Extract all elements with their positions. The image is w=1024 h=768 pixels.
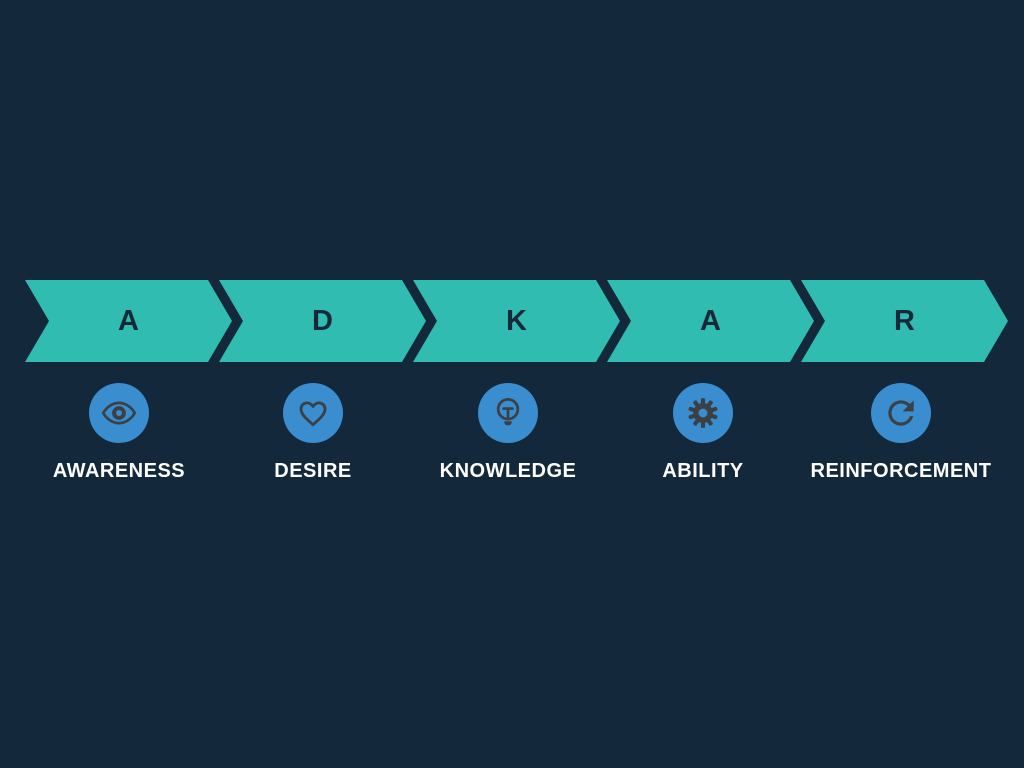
ability-icon-badge (673, 383, 733, 443)
stage-label-reinforcement: REINFORCEMENT (810, 460, 992, 482)
stage-awareness: AWARENESS (9, 383, 229, 483)
chevron-segment-ability (607, 280, 814, 362)
stage-knowledge: KNOWLEDGE (398, 383, 618, 483)
chevron-letter-reinforcement: R (894, 305, 915, 337)
refresh-icon (888, 400, 914, 426)
chevron-segment-reinforcement (801, 280, 1008, 362)
desire-icon-badge (283, 383, 343, 443)
stage-label-ability: ABILITY (662, 460, 744, 482)
chevron-segment-awareness (25, 280, 232, 362)
chevron-segment-desire (219, 280, 426, 362)
stage-label-desire: DESIRE (274, 460, 352, 482)
chevron-band (25, 280, 1008, 362)
stage-label-knowledge: KNOWLEDGE (439, 460, 577, 482)
chevron-letter-desire: D (312, 305, 333, 337)
gear-icon (688, 398, 718, 428)
chevron-letter-ability: A (700, 305, 721, 337)
chevron-letter-knowledge: K (506, 305, 527, 337)
stage-desire: DESIRE (203, 383, 423, 483)
chevron-segment-knowledge (413, 280, 620, 362)
chevron-letter-awareness: A (118, 305, 139, 337)
heart-icon (299, 401, 327, 427)
awareness-icon-badge (89, 383, 149, 443)
knowledge-icon-badge (478, 383, 538, 443)
eye-icon (101, 401, 137, 425)
stage-ability: ABILITY (593, 383, 813, 483)
stage-label-awareness: AWARENESS (52, 460, 186, 482)
reinforcement-icon-badge (871, 383, 931, 443)
stage-reinforcement: REINFORCEMENT (791, 383, 1011, 483)
lightbulb-icon (496, 398, 520, 426)
